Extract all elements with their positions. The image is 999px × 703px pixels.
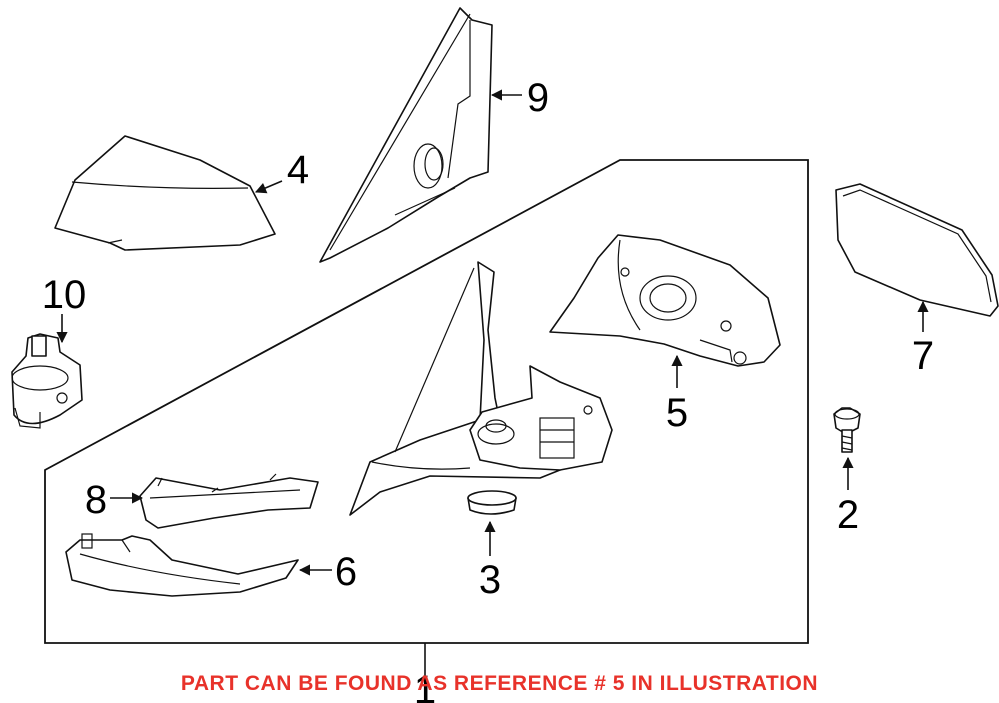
part-5-mirror-housing[interactable]	[549, 234, 781, 367]
callout-8: 8	[85, 478, 107, 522]
callout-9: 9	[527, 76, 549, 120]
part-9-trim-panel[interactable]	[319, 7, 493, 263]
part-location-note: PART CAN BE FOUND AS REFERENCE # 5 IN IL…	[180, 672, 819, 695]
part-7-mirror-glass[interactable]	[835, 183, 999, 317]
part-4-mirror-cap[interactable]	[54, 135, 276, 251]
callout-6: 6	[335, 550, 357, 594]
callout-1: 1	[414, 668, 436, 703]
callout-5: 5	[666, 391, 688, 435]
callout-3: 3	[479, 558, 501, 602]
callout-4-leader	[254, 180, 283, 194]
assembly-outline	[44, 159, 809, 644]
part-6-lower-cover[interactable]	[65, 533, 299, 597]
part-10-connector[interactable]	[11, 333, 83, 429]
part-3-plug[interactable]	[467, 490, 517, 515]
part-1-motor-assembly[interactable]	[469, 365, 613, 471]
callout-7: 7	[912, 334, 934, 378]
part-8-turn-signal[interactable]	[139, 473, 319, 529]
callout-4: 4	[287, 148, 309, 192]
callout-2: 2	[837, 493, 859, 537]
part-2-screw[interactable]	[833, 407, 861, 453]
callout-10: 10	[42, 273, 87, 317]
